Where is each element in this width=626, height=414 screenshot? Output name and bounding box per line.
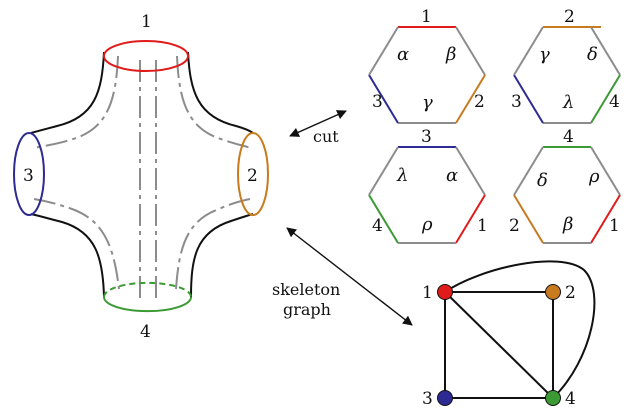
graph-edge-1-4-curve: [444, 260, 596, 399]
boundary-1-ellipse: [103, 40, 189, 72]
boundary-2-ellipse: [237, 132, 269, 216]
four-holed-sphere: 1 2 3 4: [13, 12, 269, 342]
hex2-greek-tr: δ: [587, 44, 598, 65]
boundary-1-label: 1: [141, 12, 152, 32]
graph-node-1: [437, 284, 453, 300]
graph-node-2: [545, 284, 561, 300]
hex4-right-label: 1: [609, 216, 620, 236]
hex3-greek-b: ρ: [421, 214, 433, 235]
cut-arrow: [289, 110, 347, 137]
seam-top-right: [176, 55, 251, 149]
graph-node-1-label: 1: [422, 283, 433, 303]
hexagon-4: 4 2 1 δ ρ β: [509, 127, 621, 244]
graph-edge-1-4: [444, 291, 554, 399]
hex1-right-label: 2: [474, 92, 485, 112]
surface-outline-top-right: [187, 51, 254, 134]
cut-label: cut: [313, 127, 339, 146]
skeleton-arrow: [286, 227, 413, 326]
skeleton-label-line2: graph: [283, 300, 331, 319]
hex4-greek-tl: δ: [537, 170, 548, 191]
graph-node-4: [545, 390, 561, 406]
hexagon-1: 1 3 2 α β γ: [368, 7, 486, 124]
hex2-top-label: 2: [564, 7, 575, 27]
seam-top-left: [33, 55, 119, 149]
hex1-greek-tr: β: [445, 44, 456, 65]
boundary-2-label: 2: [247, 166, 258, 186]
hex3-greek-tr: α: [446, 165, 458, 186]
hexagon-3: 3 4 1 λ α ρ: [368, 127, 488, 244]
hex4-top-label: 4: [563, 127, 574, 147]
hex4-greek-tr: ρ: [588, 166, 600, 187]
graph-node-3: [437, 390, 453, 406]
hex2-greek-tl: γ: [539, 44, 550, 65]
surface-outline-bottom-right: [190, 213, 254, 298]
skeleton-label-line1: skeleton: [272, 280, 340, 299]
surface-outline-bottom-left: [30, 213, 105, 298]
hex3-greek-tl: λ: [396, 165, 408, 186]
surface-outline-top-left: [30, 51, 105, 134]
boundary-3-ellipse: [13, 132, 45, 216]
surface-seams: [33, 55, 251, 302]
skeleton-graph: 1 2 3 4: [422, 260, 596, 409]
hex3-right-label: 1: [477, 216, 488, 236]
boundary-4-front: [103, 296, 192, 313]
graph-node-2-label: 2: [565, 283, 576, 303]
hex3-top-label: 3: [421, 127, 432, 147]
boundary-4-back: [103, 281, 192, 298]
hex2-right-label: 4: [609, 92, 620, 112]
cut-arrow-group: cut: [289, 110, 347, 146]
graph-node-3-label: 3: [422, 389, 433, 409]
boundary-3-label: 3: [23, 166, 34, 186]
hex2-left-label: 3: [511, 92, 522, 112]
hex1-top-label: 1: [421, 7, 432, 27]
hex1-left-label: 3: [372, 92, 383, 112]
skeleton-arrow-group: skeleton graph: [272, 227, 413, 326]
hex3-left-label: 4: [372, 216, 383, 236]
hex4-greek-b: β: [562, 214, 573, 235]
hexagon-2: 2 3 4 γ δ λ: [511, 7, 621, 124]
graph-node-4-label: 4: [565, 389, 576, 409]
seam-bottom-left: [33, 198, 120, 290]
hex2-greek-b: λ: [562, 92, 574, 113]
hex1-greek-tl: α: [397, 44, 409, 65]
seam-bottom-right: [175, 198, 251, 290]
hex1-greek-b: γ: [422, 92, 433, 113]
hex4-left-label: 2: [509, 216, 520, 236]
boundary-4-label: 4: [140, 322, 151, 342]
